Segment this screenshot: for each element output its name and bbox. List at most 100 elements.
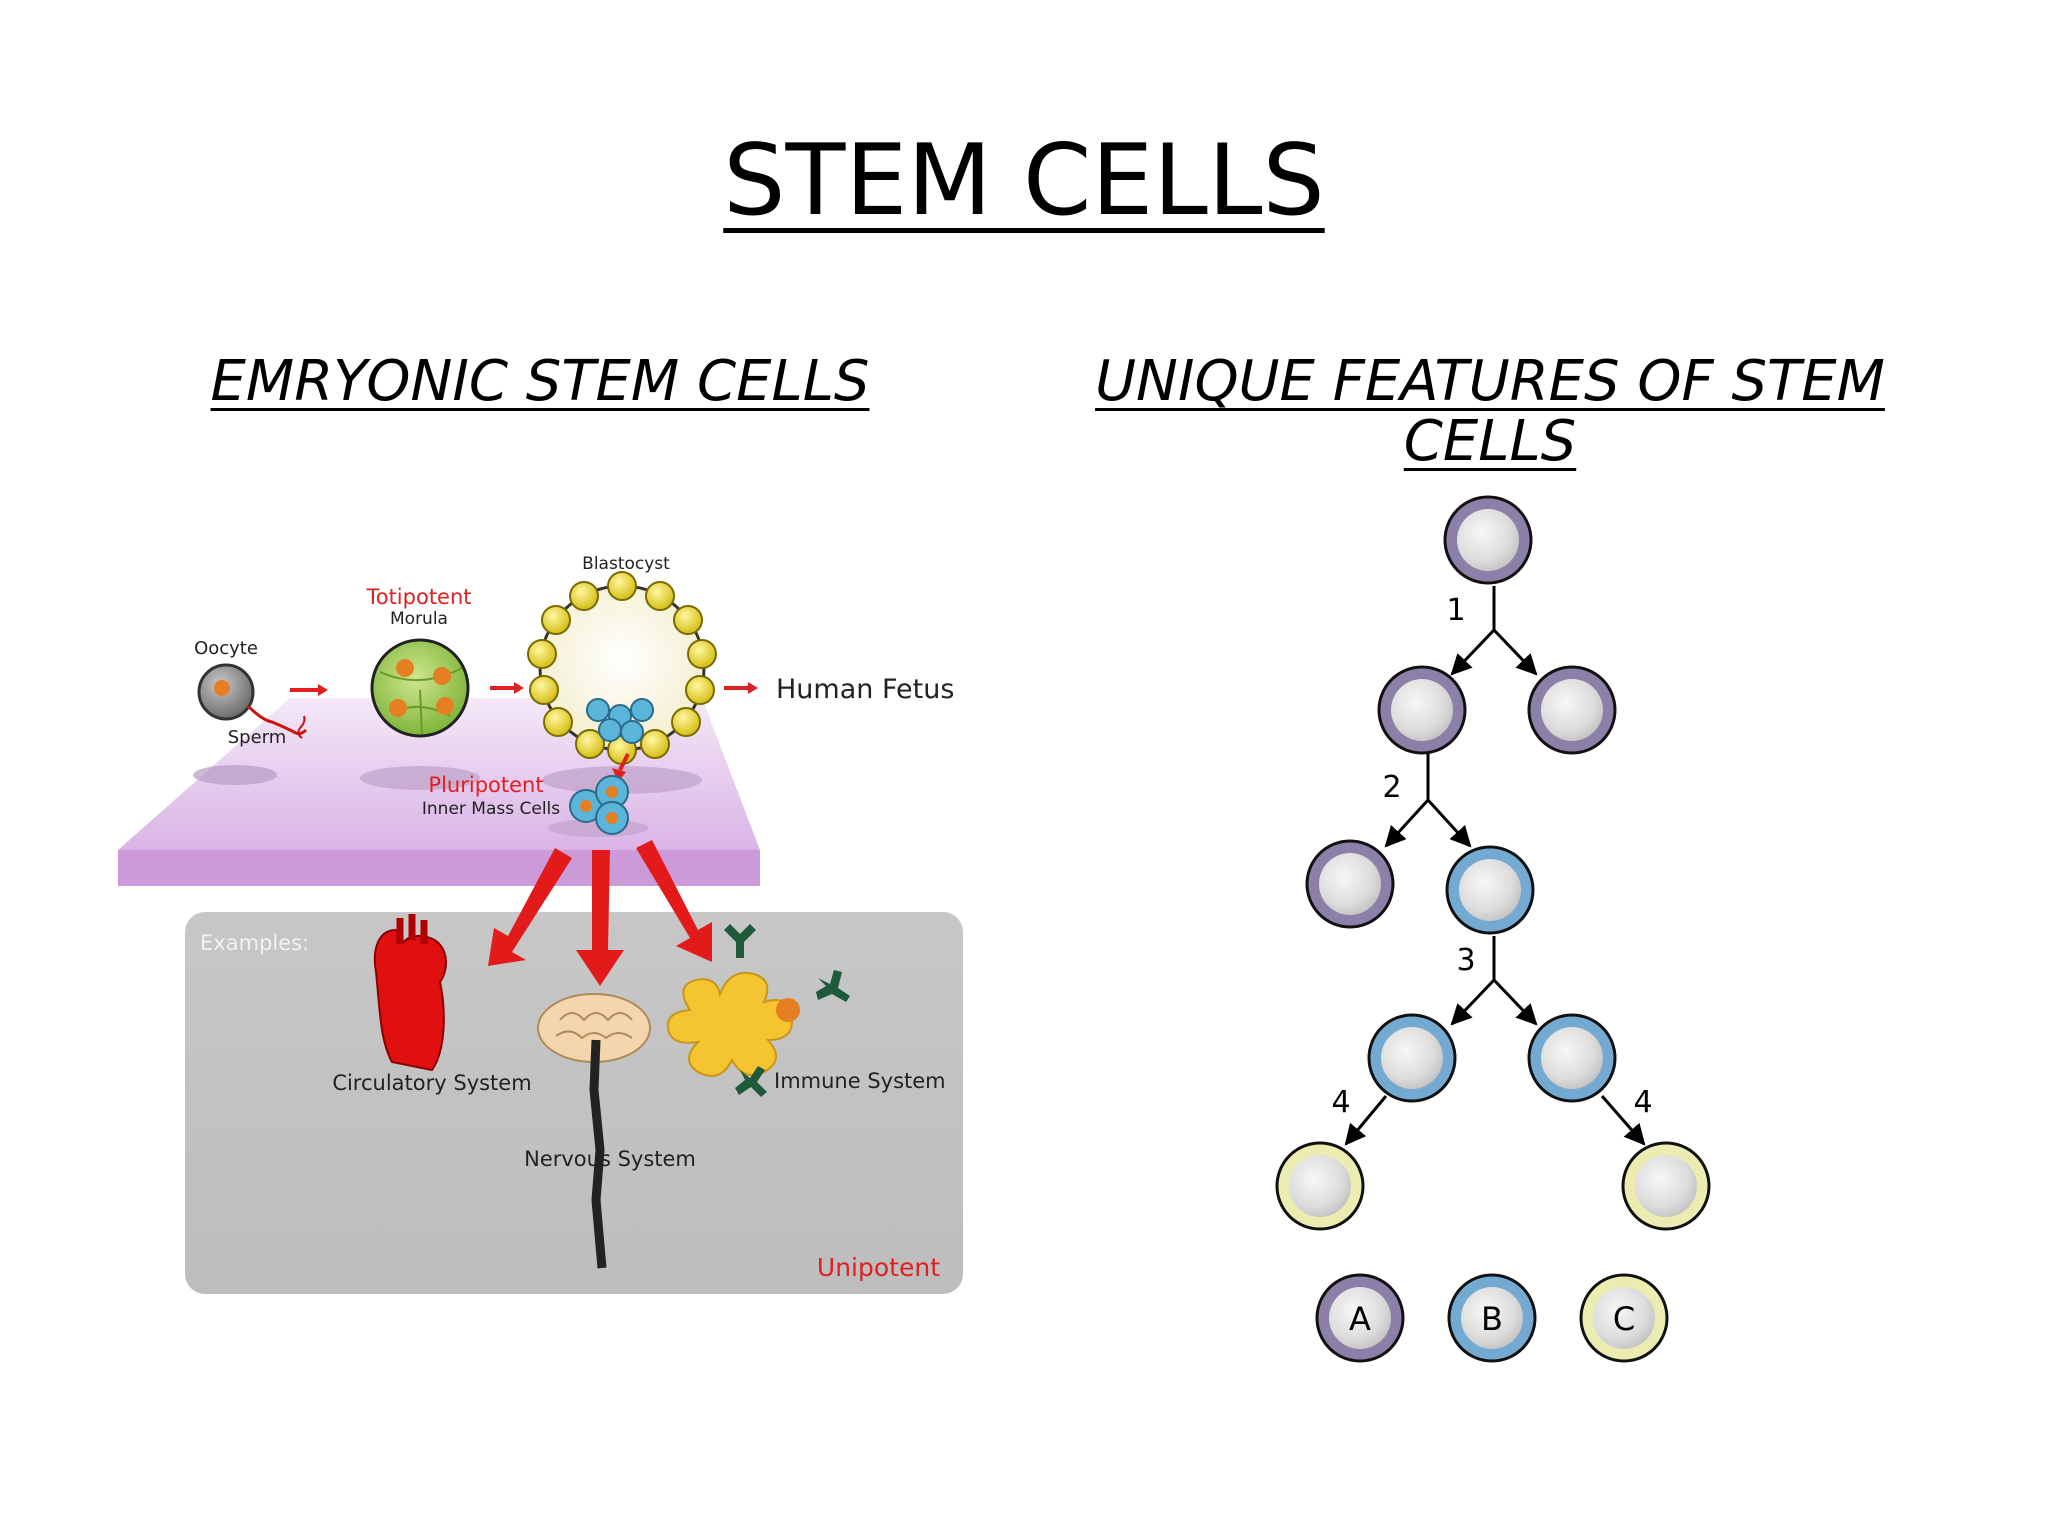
cell-inner bbox=[1457, 509, 1519, 571]
trophoblast-cell bbox=[527, 639, 557, 669]
blastocyst-trophoblast-cells bbox=[527, 571, 717, 765]
legend-cell-a: A bbox=[1315, 1273, 1405, 1363]
heart-vessels-icon bbox=[396, 914, 428, 944]
sperm-label: Sperm bbox=[228, 727, 287, 748]
tree-connectors bbox=[1344, 586, 1646, 1146]
human-fetus-label: Human Fetus bbox=[776, 674, 954, 705]
brain-folds-icon bbox=[555, 1012, 633, 1040]
oocyte-shadow bbox=[193, 765, 277, 785]
morula-nucleus-icon bbox=[436, 697, 454, 715]
connector-3-left bbox=[1450, 978, 1496, 1026]
nervous-system-label: Nervous System bbox=[524, 1147, 696, 1171]
connector-4-right bbox=[1600, 1095, 1646, 1146]
heart-icon bbox=[373, 914, 447, 1072]
trophoblast-cell bbox=[543, 707, 573, 737]
circulatory-system-label: Circulatory System bbox=[332, 1071, 531, 1095]
step-label-2: 2 bbox=[1382, 770, 1401, 805]
cell-inner bbox=[1391, 679, 1453, 741]
step-label-4-left: 4 bbox=[1331, 1085, 1350, 1120]
inner-mass-nucleus-icon bbox=[580, 800, 592, 812]
trophoblast-cell bbox=[673, 605, 703, 635]
progenitor-cell-gen3-right bbox=[1527, 1013, 1617, 1103]
cell-inner bbox=[1459, 859, 1521, 921]
inner-mass-nucleus-icon bbox=[606, 812, 618, 824]
connector-3-right bbox=[1492, 978, 1538, 1026]
inner-mass-cell bbox=[620, 720, 644, 744]
connector-2-right bbox=[1426, 798, 1472, 848]
antibodies bbox=[724, 924, 850, 1097]
trophoblast-cell bbox=[640, 729, 670, 759]
arrow-to-nervous bbox=[576, 850, 624, 986]
cell-inner bbox=[1381, 1027, 1443, 1089]
totipotent-label: Totipotent bbox=[365, 585, 471, 609]
oocyte-label: Oocyte bbox=[194, 638, 258, 659]
inner-mass-nucleus-icon bbox=[606, 786, 618, 798]
trophoblast-cell bbox=[569, 581, 599, 611]
connector-4-left bbox=[1344, 1095, 1388, 1146]
inner-mass-cell bbox=[598, 718, 622, 742]
cell-inner bbox=[1461, 1287, 1523, 1349]
spinal-cord-icon bbox=[589, 1039, 607, 1269]
macrophage-nucleus-icon bbox=[776, 998, 800, 1022]
oocyte-nucleus-icon bbox=[214, 680, 230, 696]
antibody-icon bbox=[816, 970, 850, 1002]
trophoblast-cell bbox=[685, 675, 715, 705]
sperm-tail-icon bbox=[297, 715, 306, 739]
trophoblast-cell bbox=[529, 675, 559, 705]
slide-title: STEM CELLS bbox=[723, 124, 1325, 238]
progenitor-cell-gen3-left bbox=[1367, 1013, 1457, 1103]
inner-cell-mass bbox=[586, 698, 654, 744]
arrow-to-immune bbox=[636, 840, 712, 962]
morula-shadow bbox=[360, 766, 480, 790]
cell-inner bbox=[1289, 1155, 1351, 1217]
arrow-head-1 bbox=[318, 684, 328, 696]
unipotent-label: Unipotent bbox=[817, 1253, 940, 1282]
morula-label: Morula bbox=[390, 609, 448, 629]
stem-cell-root bbox=[1443, 495, 1533, 585]
differentiated-cell-left bbox=[1275, 1141, 1365, 1231]
arrow-blastocyst-to-inner-mass bbox=[618, 753, 630, 771]
morula-nucleus-icon bbox=[433, 667, 451, 685]
inner-mass-cells-label: Inner Mass Cells bbox=[422, 799, 560, 819]
pluripotent-label: Pluripotent bbox=[428, 773, 543, 797]
trophoblast-cell bbox=[607, 571, 637, 601]
embryonic-development-illustration: Oocyte Sperm Totipotent Morula Blastocys… bbox=[118, 554, 963, 1294]
blastocyst-label: Blastocyst bbox=[582, 554, 670, 574]
morula-nucleus-icon bbox=[396, 659, 414, 677]
step-label-3: 3 bbox=[1456, 943, 1475, 978]
morula-nucleus-icon bbox=[389, 699, 407, 717]
arrow-head-2 bbox=[514, 682, 524, 694]
brain-icon bbox=[537, 993, 651, 1269]
cell-inner bbox=[1593, 1287, 1655, 1349]
antibody-icon bbox=[735, 1066, 767, 1097]
embryonic-stem-cells-heading: EMRYONIC STEM CELLS bbox=[210, 349, 870, 414]
macrophage-body-icon bbox=[666, 972, 794, 1077]
legend-label-c: C bbox=[1613, 1300, 1635, 1338]
trophoblast-cell bbox=[645, 581, 675, 611]
step-label-4-right: 4 bbox=[1633, 1085, 1652, 1120]
immune-system-label: Immune System bbox=[774, 1069, 946, 1093]
cell-division-tree: 1 2 3 4 4 bbox=[1275, 495, 1711, 1363]
step-label-1: 1 bbox=[1446, 593, 1465, 628]
trophoblast-cell bbox=[687, 639, 717, 669]
arrow-head-3 bbox=[748, 682, 758, 694]
stem-cell-gen2-left bbox=[1305, 839, 1395, 929]
antibody-icon bbox=[724, 924, 756, 958]
stem-cell-gen1-left bbox=[1377, 665, 1467, 755]
examples-panel bbox=[185, 912, 963, 1294]
trophoblast-cell bbox=[541, 605, 571, 635]
examples-label: Examples: bbox=[200, 931, 309, 955]
inner-mass-cell bbox=[630, 698, 654, 722]
trophoblast-cell bbox=[575, 729, 605, 759]
cell-inner bbox=[1329, 1287, 1391, 1349]
progenitor-cell-gen2 bbox=[1445, 845, 1535, 935]
legend-label-a: A bbox=[1349, 1300, 1371, 1338]
stem-cell-gen1-right bbox=[1527, 665, 1617, 755]
arrow-head-4 bbox=[612, 768, 626, 782]
cell-inner bbox=[1541, 679, 1603, 741]
cell-inner bbox=[1635, 1155, 1697, 1217]
trophoblast-cell bbox=[671, 707, 701, 737]
inner-mass-cell bbox=[586, 698, 610, 722]
macrophage-icon bbox=[666, 972, 800, 1077]
